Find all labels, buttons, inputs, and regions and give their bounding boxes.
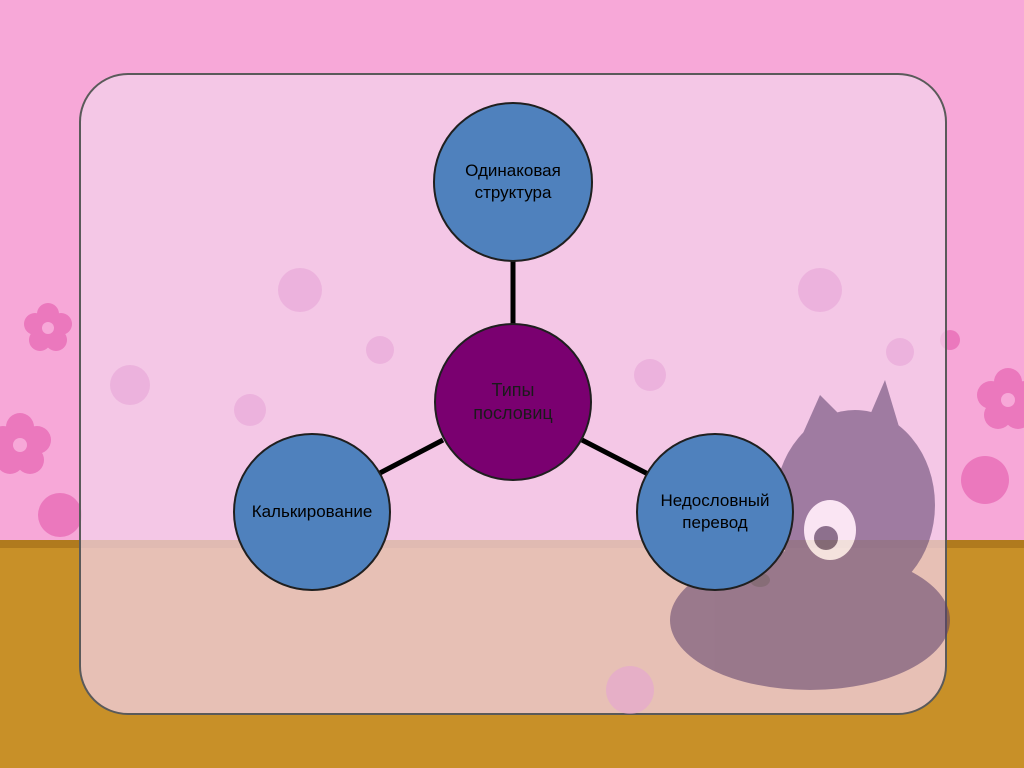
center-node-circle [434,323,592,481]
flower-decorations [0,303,1024,537]
flower-dot [798,268,842,312]
flower-icon [24,303,72,351]
flower-dot [606,666,654,714]
flower-dot [234,394,266,426]
flower-dot [38,493,82,537]
flower-dot [886,338,914,366]
node-left-circle [233,433,391,591]
flower-dot [278,268,322,312]
connector-right [580,437,650,477]
flower-icon [0,413,51,474]
connector-left [376,437,445,477]
flower-icon [977,368,1024,429]
node-right-circle [636,433,794,591]
flower-dot [961,456,1009,504]
panel-flower-decorations [110,268,914,714]
flower-dot [110,365,150,405]
connectors [376,255,650,477]
node-top-circle [433,102,593,262]
flower-dot [634,359,666,391]
flower-dot [366,336,394,364]
